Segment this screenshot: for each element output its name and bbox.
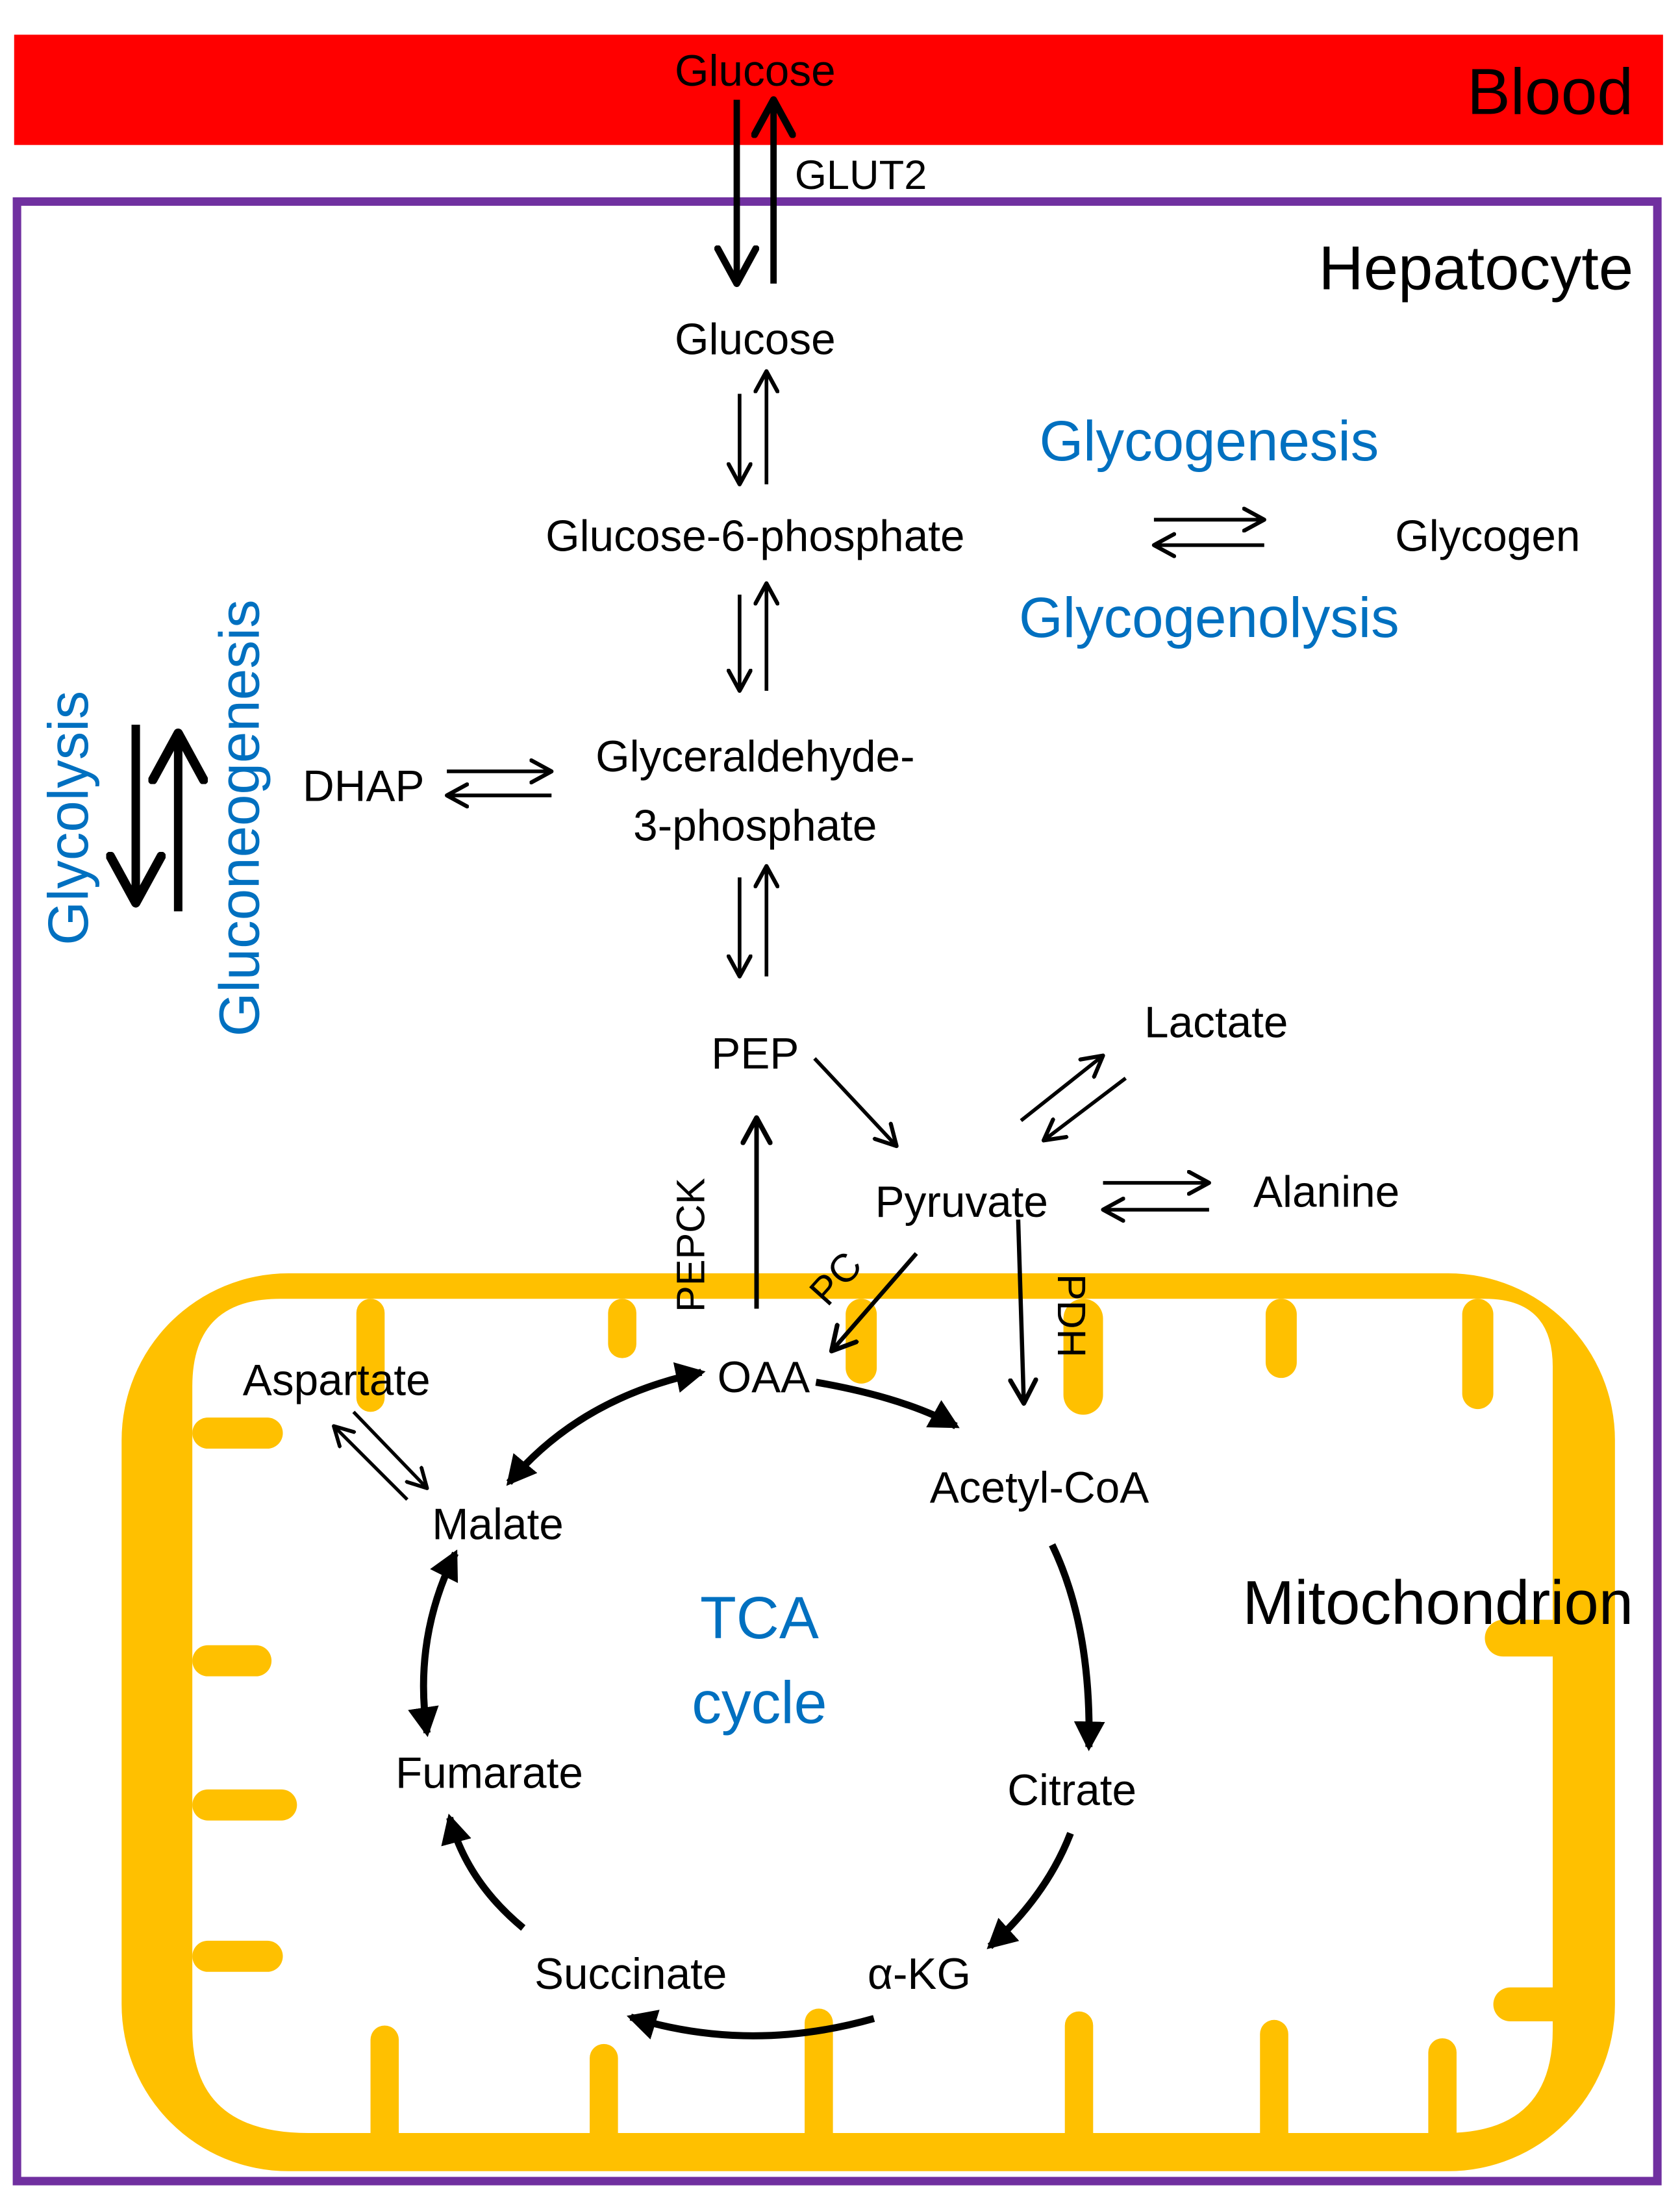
g6p-label: Glucose-6-phosphate xyxy=(545,512,964,560)
oaa-to-acetyl-coa-arrow xyxy=(815,1379,960,1429)
mitochondrion-inner-membrane xyxy=(192,1299,1553,2134)
cristae xyxy=(192,1299,1570,2153)
akg-label: α-KG xyxy=(868,1950,971,1999)
citrate-to-akg-arrow xyxy=(986,1832,1074,1949)
glycogenolysis-label: Glycogenolysis xyxy=(1019,586,1399,649)
aspartate-to-malate-arrow xyxy=(352,1410,427,1488)
lactate-to-pyruvate-arrow xyxy=(1044,1077,1127,1141)
pepck-label: PEPCK xyxy=(668,1178,712,1312)
pdh-arrow xyxy=(1018,1219,1024,1403)
blood-label: Blood xyxy=(1467,55,1633,128)
gap-label-line1: Glyceraldehyde- xyxy=(596,732,914,781)
succinate-label: Succinate xyxy=(534,1950,727,1999)
aspartate-label: Aspartate xyxy=(243,1356,431,1404)
malate-to-aspartate-arrow xyxy=(334,1426,408,1501)
gluconeogenesis-label: Gluconeogenesis xyxy=(208,599,271,1036)
pyruvate-label: Pyruvate xyxy=(875,1178,1048,1227)
fumarate-malate-arrow xyxy=(408,1549,459,1738)
glycolysis-label: Glycolysis xyxy=(37,691,100,945)
pep-to-pyruvate-arrow xyxy=(813,1057,896,1146)
glut2-label: GLUT2 xyxy=(795,153,927,198)
dhap-label: DHAP xyxy=(303,762,425,811)
malate-label: Malate xyxy=(432,1500,564,1549)
acetyl-coa-label: Acetyl-CoA xyxy=(930,1464,1149,1512)
tca-label-line1: TCA xyxy=(700,1585,819,1651)
pyruvate-to-lactate-arrow xyxy=(1020,1056,1103,1123)
hepatocyte-label: Hepatocyte xyxy=(1319,233,1634,303)
tca-label-line2: cycle xyxy=(692,1670,827,1736)
mitochondrion-label: Mitochondrion xyxy=(1242,1568,1633,1638)
oaa-label: OAA xyxy=(718,1353,810,1402)
blood-glucose-label: Glucose xyxy=(675,47,836,95)
acetyl-coa-to-citrate-arrow xyxy=(1049,1543,1105,1752)
citrate-label: Citrate xyxy=(1007,1766,1136,1815)
lactate-label: Lactate xyxy=(1144,998,1288,1047)
gap-label-line2: 3-phosphate xyxy=(633,802,877,851)
blood-band xyxy=(14,34,1663,145)
hepatocyte-membrane xyxy=(12,197,1662,2186)
fumarate-label: Fumarate xyxy=(395,1749,583,1798)
glycogenesis-label: Glycogenesis xyxy=(1039,410,1379,473)
malate-oaa-arrow xyxy=(506,1362,706,1486)
pdh-label: PDH xyxy=(1049,1274,1094,1358)
succinate-to-fumarate-arrow xyxy=(441,1814,526,1931)
pep-label: PEP xyxy=(711,1029,799,1078)
alanine-label: Alanine xyxy=(1253,1168,1399,1217)
pc-arrow xyxy=(831,1252,918,1351)
akg-to-succinate-arrow xyxy=(626,2010,875,2040)
glycogen-label: Glycogen xyxy=(1395,512,1580,560)
hepatocyte-glucose-label: Glucose xyxy=(675,316,836,364)
